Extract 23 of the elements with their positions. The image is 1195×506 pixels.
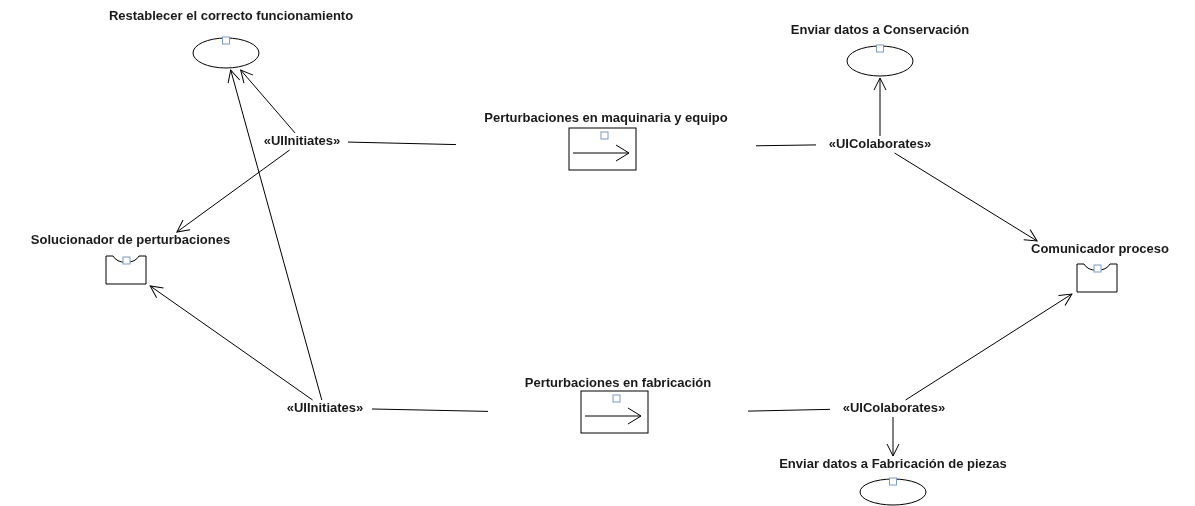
arrow [176, 149, 291, 233]
stereotype-label: «UIInitiates» [285, 400, 365, 416]
stereotype-label: «UIColaborates» [841, 400, 947, 416]
stereotype-label: «UIColaborates» [827, 136, 933, 152]
node-title: Enviar datos a Conservación [789, 22, 971, 38]
node-title: Restablecer el correcto funcionamiento [107, 8, 355, 24]
association-line [755, 144, 817, 147]
node-title: Comunicador proceso [1030, 241, 1170, 257]
stereotype-label: «UIInitiates» [262, 133, 342, 149]
association-line [371, 408, 489, 412]
arrow [894, 152, 1038, 242]
arrow [149, 285, 314, 401]
arrow [873, 77, 887, 137]
arrow [886, 416, 900, 457]
arrow [240, 69, 296, 134]
node-title: Perturbaciones en fabricación [523, 375, 713, 391]
association-line [347, 141, 457, 146]
arrow [227, 69, 323, 401]
node-title: Perturbaciones en maquinaria y equipo [483, 110, 729, 126]
arrow [905, 293, 1073, 401]
node-title: Solucionador de perturbaciones [29, 232, 232, 248]
node-title: Enviar datos a Fabricación de piezas [778, 456, 1008, 472]
association-line [747, 408, 831, 412]
